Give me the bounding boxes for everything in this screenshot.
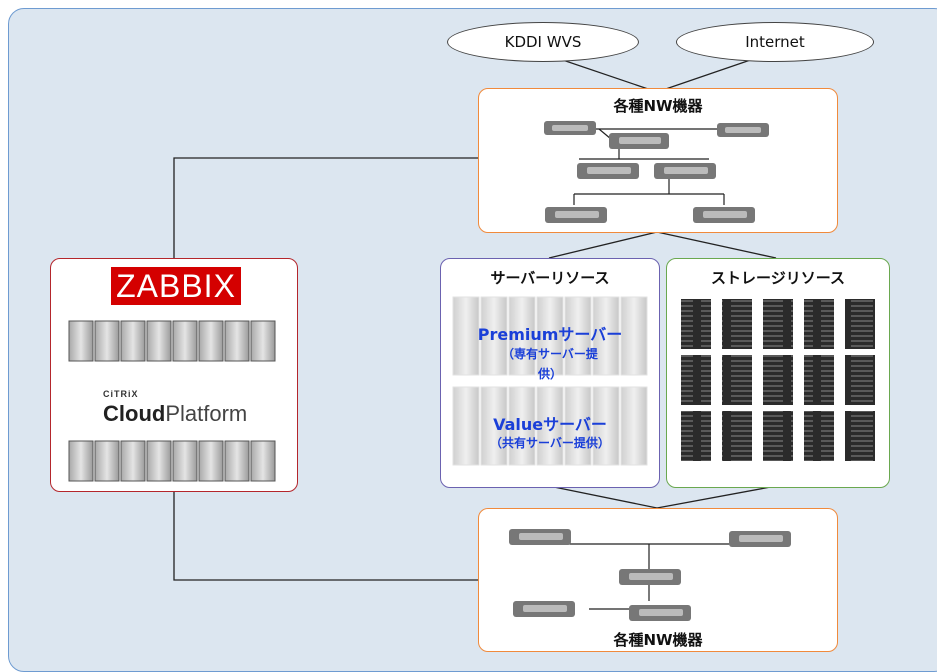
- server-icon: [68, 320, 276, 482]
- cloud-kddi-wvs: KDDI WVS: [447, 22, 639, 62]
- network-devices-graphic: [509, 529, 791, 621]
- network-devices-graphic: [544, 121, 769, 223]
- switch-icon: [544, 121, 769, 223]
- nw-devices-title: 各種NW機器: [613, 631, 703, 649]
- cloud-label: Internet: [745, 33, 805, 51]
- cloud-internet: Internet: [676, 22, 874, 62]
- storage-resources-title: ストレージリソース: [711, 269, 845, 287]
- storage-resources-box: ストレージリソース: [666, 258, 890, 488]
- premium-server-label: Premiumサーバー: [477, 325, 623, 344]
- citrix-logo: CiTRiX: [103, 389, 139, 399]
- value-server-label: Valueサーバー: [493, 415, 607, 434]
- value-server-detail: （共有サーバー提供）: [490, 436, 610, 450]
- server-icon: [452, 296, 648, 466]
- server-resources-title: サーバーリソース: [490, 269, 610, 287]
- resource-servers-graphic: [452, 296, 648, 466]
- switch-icon: [509, 529, 791, 621]
- cloud-label: KDDI WVS: [504, 33, 582, 51]
- nw-devices-bottom: 各種NW機器: [478, 508, 838, 652]
- server-resources-box: サーバーリソース Premiumサーバー （専有サーバー提 供） V: [440, 258, 660, 488]
- premium-server-detail: （専有サーバー提: [502, 347, 598, 361]
- premium-server-detail-cont: 供）: [537, 367, 562, 381]
- storage-graphic: [681, 299, 875, 461]
- nw-devices-title: 各種NW機器: [613, 97, 703, 115]
- management-box: ZABBIX: [50, 258, 298, 492]
- cloudplatform-logo: CloudPlatform: [103, 401, 248, 426]
- storage-rack-icon: [681, 299, 875, 461]
- management-servers-graphic: [68, 320, 276, 482]
- zabbix-logo: ZABBIX: [111, 267, 241, 305]
- nw-devices-top: 各種NW機器: [478, 88, 838, 233]
